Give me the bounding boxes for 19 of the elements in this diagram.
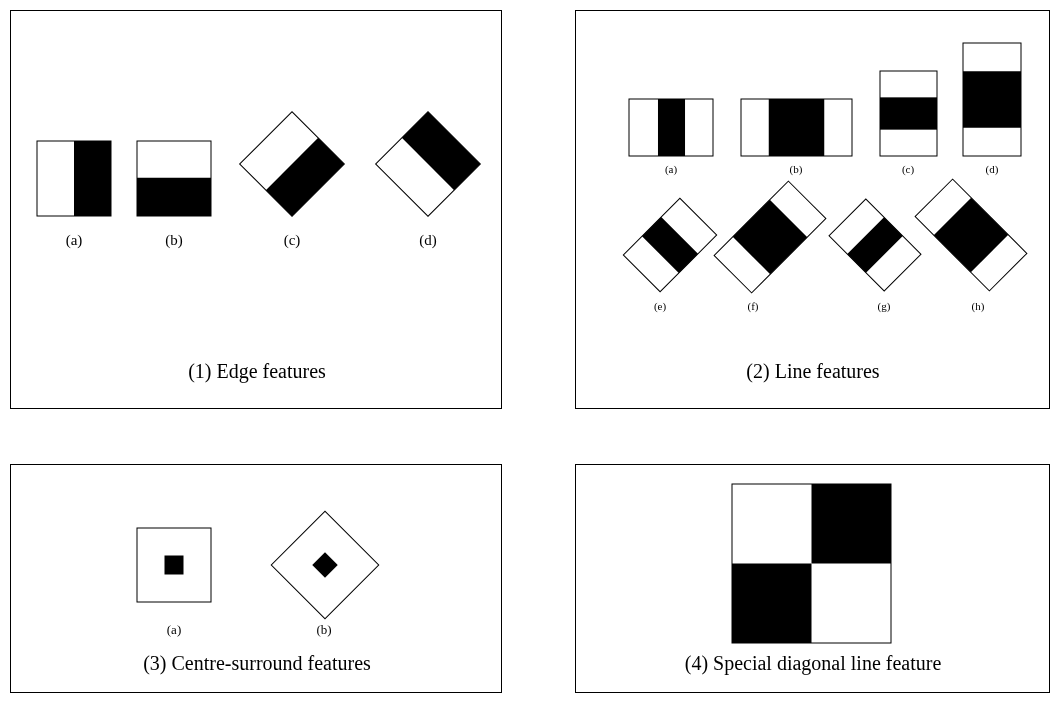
feature-label: (e) xyxy=(653,301,667,312)
panel-caption: (1) Edge features xyxy=(188,361,326,381)
feature-label: (a) xyxy=(664,164,678,175)
feature-label: (g) xyxy=(877,301,891,312)
feature-label: (b) xyxy=(165,233,183,248)
feature-label: (a) xyxy=(65,233,83,248)
feature-label: (c) xyxy=(901,164,915,175)
feature-label: (b) xyxy=(316,623,332,636)
feature-label: (a) xyxy=(166,623,182,636)
feature-panel xyxy=(10,464,502,693)
feature-label: (h) xyxy=(971,301,985,312)
feature-label: (d) xyxy=(419,233,437,248)
panel-caption: (4) Special diagonal line feature xyxy=(684,653,942,673)
panel-caption: (3) Centre-surround features xyxy=(143,653,371,673)
feature-label: (d) xyxy=(985,164,999,175)
feature-label: (f) xyxy=(747,301,759,312)
feature-label: (c) xyxy=(283,233,301,248)
feature-label: (b) xyxy=(789,164,803,175)
panel-caption: (2) Line features xyxy=(746,361,880,381)
